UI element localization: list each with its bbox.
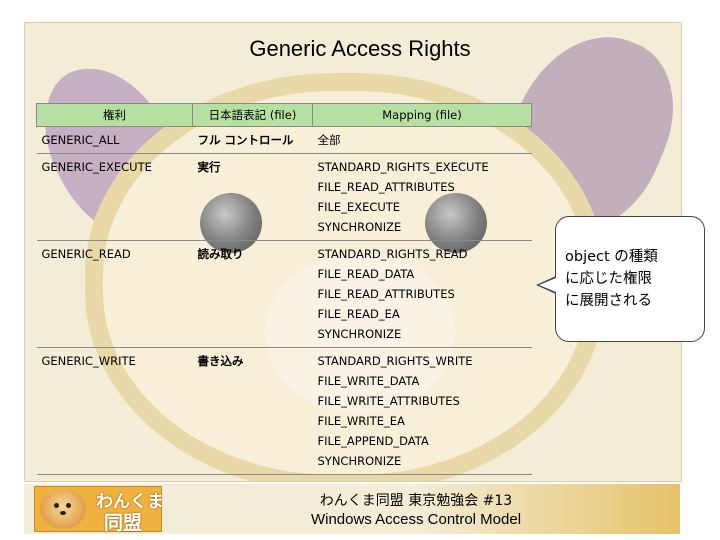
dog-eye-icon	[54, 503, 59, 508]
mapping-line: FILE_READ_ATTRIBUTES	[317, 180, 455, 194]
cell-japanese: 書き込み	[192, 347, 313, 475]
footer-topic: Windows Access Control Model	[310, 511, 522, 528]
callout-box	[555, 216, 705, 342]
mapping-line: STANDARD_RIGHTS_EXECUTE	[317, 160, 489, 174]
mapping-line: SYNCHRONIZE	[317, 220, 402, 234]
mapping-line: 全部	[317, 133, 341, 147]
mapping-line: FILE_WRITE_EA	[317, 414, 405, 428]
dog-nose-icon	[60, 511, 66, 515]
mapping-line: STANDARD_RIGHTS_READ	[317, 247, 468, 261]
rights-table: 権利 日本語表記 (file) Mapping (file) GENERIC_A…	[36, 103, 532, 475]
mapping-line: FILE_WRITE_ATTRIBUTES	[317, 394, 460, 408]
mapping-line: FILE_WRITE_DATA	[317, 374, 420, 388]
callout-line: に応じた権限	[565, 271, 652, 287]
table-header-row: 権利 日本語表記 (file) Mapping (file)	[36, 103, 532, 127]
cell-right: GENERIC_WRITE	[36, 347, 193, 475]
header-right: 権利	[36, 103, 193, 127]
mapping-line: FILE_READ_ATTRIBUTES	[317, 287, 455, 301]
cell-mapping: STANDARD_RIGHTS_READ FILE_READ_DATA FILE_R…	[312, 240, 532, 348]
mapping-line: FILE_APPEND_DATA	[317, 434, 429, 448]
callout-line: に展開される	[565, 293, 652, 309]
cell-japanese: フル コントロール	[192, 126, 313, 154]
header-japanese: 日本語表記 (file)	[192, 103, 313, 127]
callout-line: object の種類	[565, 249, 658, 265]
dog-icon	[40, 489, 86, 529]
dog-eye-icon	[66, 503, 71, 508]
mapping-line: FILE_READ_DATA	[317, 267, 415, 281]
cell-japanese: 読み取り	[192, 240, 313, 348]
cell-japanese: 実行	[192, 153, 313, 241]
cell-right: GENERIC_READ	[36, 240, 193, 348]
header-mapping: Mapping (file)	[312, 103, 532, 127]
logo-text-line2: 同盟	[104, 512, 143, 534]
callout-text: object の種類 に応じた権限 に展開される	[565, 246, 697, 312]
mapping-line: SYNCHRONIZE	[317, 454, 402, 468]
logo-text-line1: わんくま	[96, 492, 164, 512]
cell-mapping: STANDARD_RIGHTS_WRITE FILE_WRITE_DATA FILE…	[312, 347, 532, 475]
cell-right: GENERIC_EXECUTE	[36, 153, 193, 241]
mapping-line: FILE_EXECUTE	[317, 200, 401, 214]
mapping-line: FILE_READ_EA	[317, 307, 400, 321]
callout-tail-fill	[539, 278, 556, 292]
cell-mapping: 全部	[312, 126, 532, 154]
mapping-line: SYNCHRONIZE	[317, 327, 402, 341]
cell-mapping: STANDARD_RIGHTS_EXECUTE FILE_READ_ATTRIBU…	[312, 153, 532, 241]
mapping-line: STANDARD_RIGHTS_WRITE	[317, 354, 473, 368]
slide-title: Generic Access Rights	[249, 36, 471, 61]
cell-right: GENERIC_ALL	[36, 126, 193, 154]
footer-event: わんくま同盟 東京勉強会 #13	[319, 493, 513, 509]
